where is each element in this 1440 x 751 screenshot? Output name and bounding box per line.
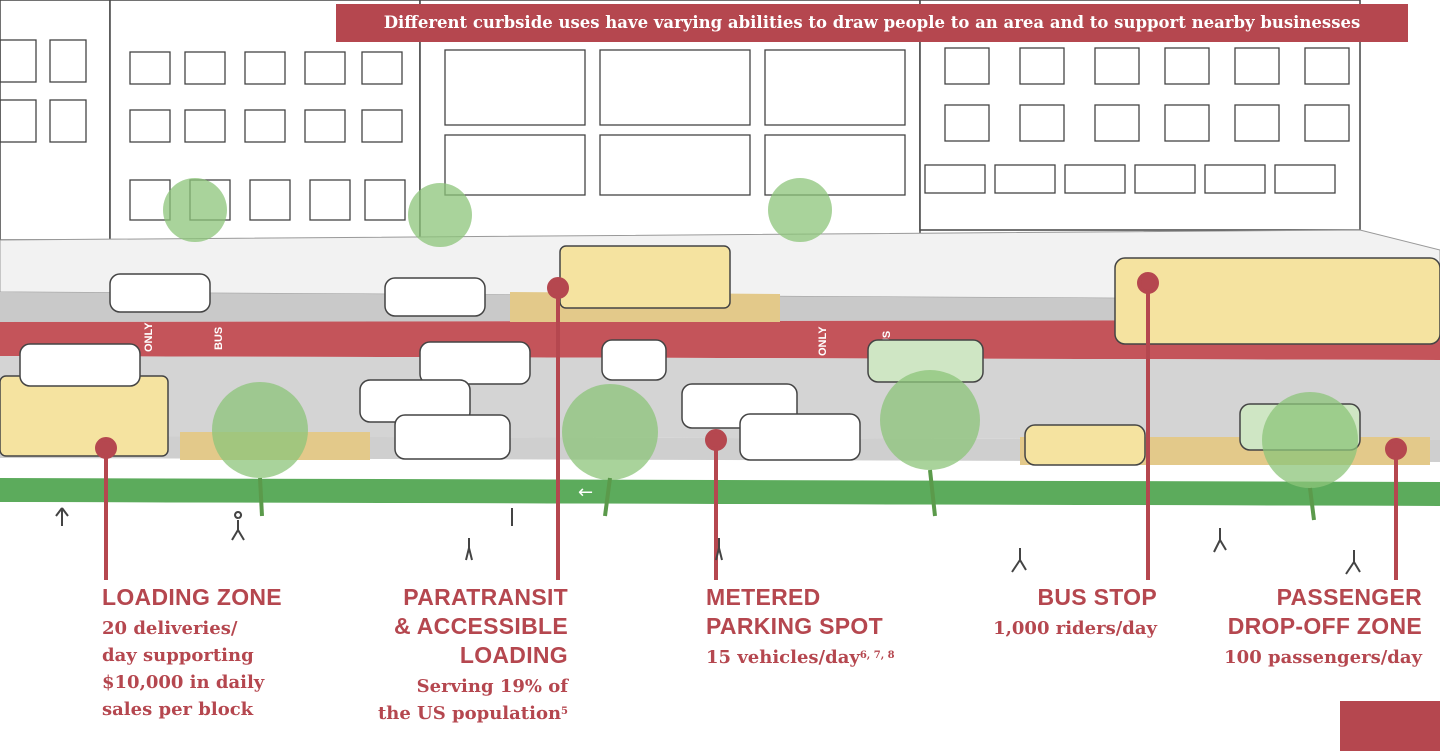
pedestrians [55, 507, 1361, 575]
loading-zone-desc-line-3: $10,000 in daily [102, 672, 265, 693]
paratransit-desc-line-1: Serving 19% of [416, 676, 568, 697]
metered-title-line-1: METERED [706, 584, 821, 610]
dropoff-desc: 100 passengers/day [1224, 647, 1422, 668]
articulated-bus [1114, 257, 1440, 345]
lane-label-bus-1: BUS [213, 327, 225, 350]
car-4 [394, 414, 511, 460]
storefront-awnings [924, 164, 1336, 194]
header-banner: Different curbside uses have varying abi… [336, 4, 1408, 42]
lane-label-only-1: ONLY [143, 322, 155, 352]
paratransit-footnote: 5 [561, 706, 568, 717]
callout-pointers [95, 272, 1407, 580]
metered-title-line-2: PARKING SPOT [706, 613, 883, 639]
metered-desc: 15 vehicles/day [706, 647, 860, 668]
paratransit-desc-line-2: the US population [377, 703, 562, 724]
callout-passenger-dropoff: PASSENGER DROP-OFF ZONE 100 passengers/d… [1224, 583, 1422, 671]
far-parked-car [109, 273, 211, 313]
bike-lane-edge [0, 467, 1440, 477]
far-parked-car-2 [384, 277, 486, 317]
building-windows [0, 39, 1350, 221]
callout-loading-zone: LOADING ZONE 20 deliveries/ day supporti… [102, 583, 282, 723]
dropoff-title-line-2: DROP-OFF ZONE [1227, 613, 1422, 639]
paratransit-title-line-1: PARATRANSIT [403, 584, 568, 610]
dropoff-taxi [1024, 424, 1146, 466]
lane-label-only-2: ONLY [817, 326, 829, 356]
bus-stop-title: BUS STOP [1037, 584, 1157, 610]
bike-lane-arrow-icon: ← [578, 482, 593, 503]
loading-zone-title: LOADING ZONE [102, 584, 282, 610]
bus-stop-desc: 1,000 riders/day [993, 618, 1157, 639]
paratransit-title-line-3: LOADING [459, 642, 568, 668]
paratransit-title-line-2: & ACCESSIBLE [394, 613, 568, 639]
vehicles [0, 245, 1440, 466]
delivery-truck [0, 375, 169, 457]
metered-car-2 [739, 413, 861, 461]
loading-zone-desc-line-1: 20 deliveries/ [102, 618, 238, 639]
trees [163, 178, 1358, 488]
bus-lane [0, 320, 1440, 360]
callout-metered-parking: METERED PARKING SPOT 15 vehicles/day6, 7… [706, 583, 895, 671]
page-tab [1340, 701, 1440, 751]
bike-lane [0, 478, 1440, 506]
callout-bus-stop: BUS STOP 1,000 riders/day [993, 583, 1157, 642]
car-2 [419, 341, 531, 385]
loading-zone-desc-line-2: day supporting [102, 645, 254, 666]
callout-paratransit: PARATRANSIT & ACCESSIBLE LOADING Serving… [378, 583, 568, 727]
metered-footnote: 6, 7, 8 [859, 650, 895, 661]
loading-zone-desc-line-4: sales per block [102, 699, 254, 720]
paratransit-van [559, 245, 731, 309]
dropoff-title-line-1: PASSENGER [1276, 584, 1422, 610]
tree-trunks [258, 469, 1316, 521]
smart-car [601, 339, 667, 381]
car-1 [19, 343, 141, 387]
